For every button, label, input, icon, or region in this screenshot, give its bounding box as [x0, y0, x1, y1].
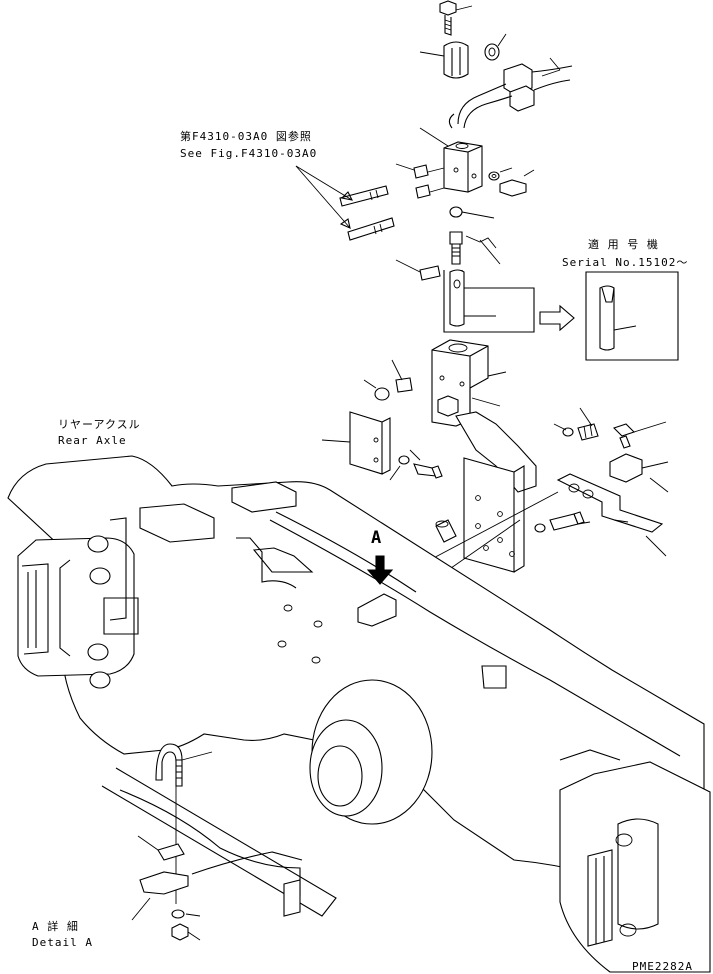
- nut-top: [485, 34, 506, 60]
- harness-connector: [504, 58, 572, 111]
- rear-axle: [8, 456, 710, 972]
- detail-label-jp: A 詳 細: [32, 920, 79, 933]
- switch-cables: [449, 84, 512, 128]
- alternate-arrow: [540, 306, 574, 330]
- clevis-pin: [396, 260, 440, 280]
- right-hub: [560, 762, 710, 972]
- detail-a: [102, 744, 336, 940]
- view-arrow: [368, 556, 392, 584]
- see-fig-label-jp: 第F4310-03A0 図参照: [180, 130, 312, 143]
- dowel-pin: [436, 520, 456, 542]
- rear-axle-label-en: Rear Axle: [58, 434, 127, 447]
- adapter-fittings: [396, 164, 444, 198]
- switch-bracket-assembly: [432, 340, 536, 572]
- differential-flange: [310, 680, 432, 824]
- see-fig-leaders: [296, 166, 352, 228]
- bolt-top: [440, 1, 472, 35]
- see-fig-label-en: See Fig.F4310-03A0: [180, 147, 318, 160]
- upper-hardware-group: [296, 1, 678, 360]
- serial-label-jp: 適 用 号 機: [588, 238, 659, 251]
- switch-block: [420, 128, 482, 192]
- right-side-hardware: [535, 408, 668, 556]
- cover-plate: [322, 412, 390, 474]
- nut-and-pin: [450, 207, 500, 264]
- washer-and-bolt-right: [489, 168, 534, 196]
- plunger-box: [444, 270, 534, 332]
- long-bolts-pair: [340, 186, 394, 240]
- switch-lever: [358, 594, 396, 626]
- mount-bolt-middle: [390, 450, 442, 480]
- bracket-nuts: [364, 360, 412, 400]
- detail-label-en: Detail A: [32, 936, 93, 949]
- view-marker-label: A: [371, 528, 382, 548]
- serial-label-en: Serial No.15102～: [562, 256, 689, 269]
- cover-clip: [420, 42, 468, 78]
- rear-axle-label-jp: リヤーアクスル: [58, 418, 141, 431]
- alternate-plunger-box: [586, 272, 678, 360]
- drawing-number: PME2282A: [632, 960, 693, 973]
